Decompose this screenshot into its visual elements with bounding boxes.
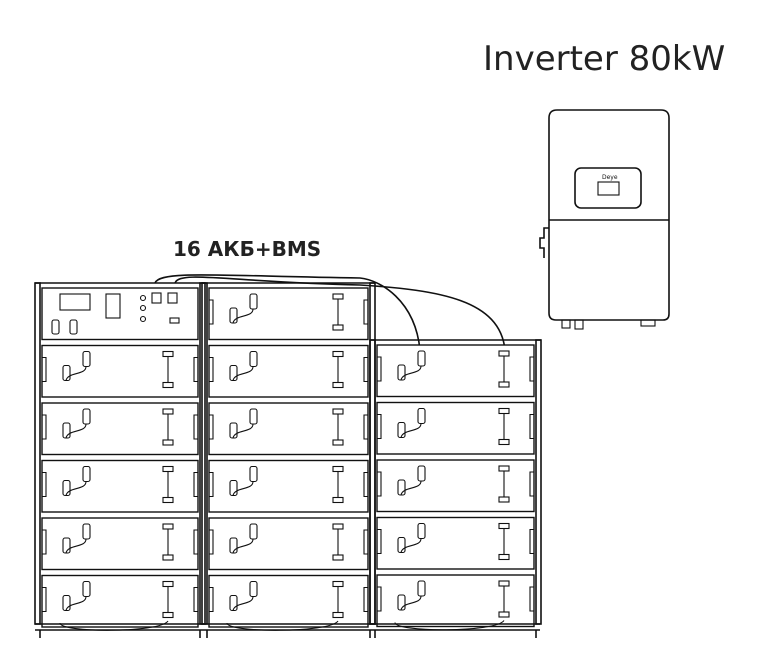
bms-module (41, 287, 199, 341)
battery-module (41, 344, 199, 398)
inverter-unit: Deye (539, 109, 670, 330)
battery-module (208, 459, 369, 513)
battery-module (376, 516, 535, 570)
battery-module (208, 402, 369, 456)
inverter-brand-mark: Deye (602, 174, 618, 181)
battery-module (208, 287, 369, 341)
battery-racks (34, 282, 542, 631)
battery-module (41, 517, 199, 571)
battery-rack-1 (34, 282, 206, 631)
battery-rack-3 (369, 339, 542, 631)
battery-module (208, 574, 369, 628)
battery-module (41, 402, 199, 456)
battery-module (208, 517, 369, 571)
battery-module (208, 344, 369, 398)
battery-module (376, 401, 535, 455)
battery-module (41, 574, 199, 628)
inverter-title: Inverter 80kW (483, 39, 725, 79)
inverter-cables (154, 274, 506, 351)
rack-base (35, 623, 540, 638)
battery-module (376, 574, 535, 628)
battery-module (376, 459, 535, 513)
battery-module (41, 459, 199, 513)
battery-module (376, 344, 535, 398)
bms-display (59, 293, 91, 311)
battery-label: 16 АКБ+BMS (173, 237, 321, 261)
battery-rack-2 (201, 282, 376, 631)
